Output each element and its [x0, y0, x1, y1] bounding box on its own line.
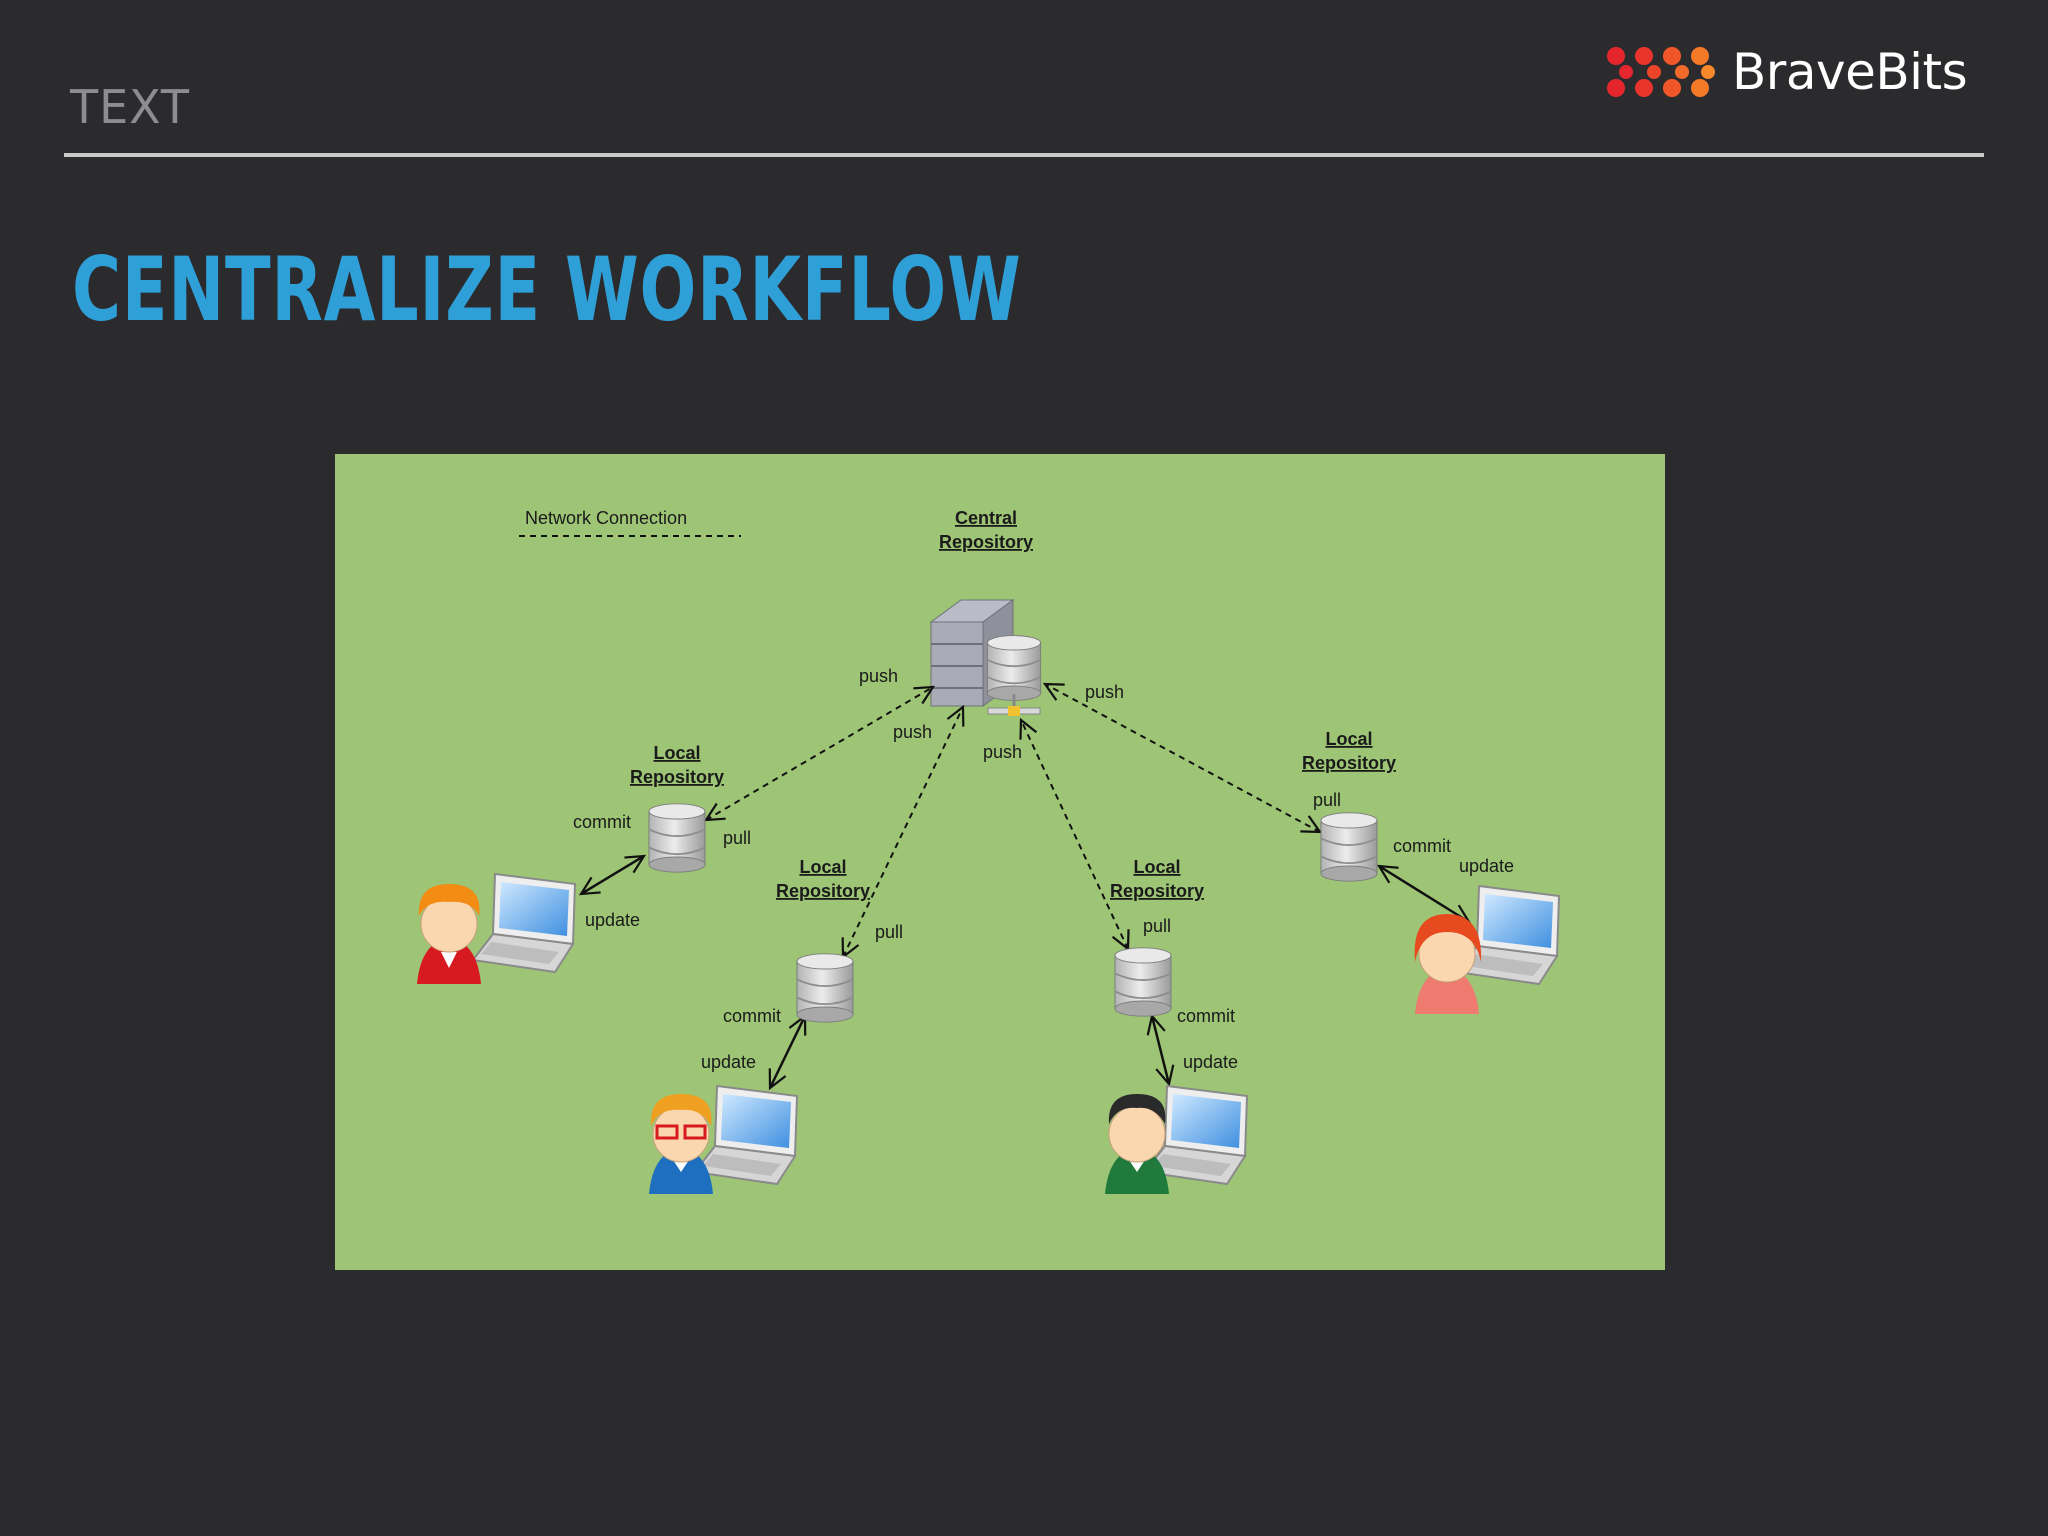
- local-repo-2-label-line2: Repository: [776, 881, 870, 901]
- network-connections: [706, 684, 1320, 957]
- developer-avatar-icon: [649, 1094, 713, 1194]
- push-label: push: [983, 742, 1022, 762]
- central-repo-label-line2: Repository: [939, 532, 1033, 552]
- slide-title: CENTRALIZE WORKFLOW: [72, 238, 1022, 341]
- local-repo-3-label-line2: Repository: [1110, 881, 1204, 901]
- update-label: update: [1459, 856, 1514, 876]
- local-repo-3-label-line1: Local: [1133, 857, 1180, 877]
- pull-label: pull: [1143, 916, 1171, 936]
- pull-label: pull: [723, 828, 751, 848]
- commit-label: commit: [1393, 836, 1451, 856]
- central-database-icon: [986, 634, 1042, 716]
- commit-label: commit: [723, 1006, 781, 1026]
- local-repo-1-database-icon: [648, 802, 706, 874]
- local-repo-4-label-line1: Local: [1325, 729, 1372, 749]
- local-repo-2-database-icon: [796, 952, 854, 1024]
- section-label: TEXT: [70, 80, 190, 134]
- developer-avatar-icon: [417, 884, 481, 984]
- push-label: push: [893, 722, 932, 742]
- local-repo-4-label-line2: Repository: [1302, 753, 1396, 773]
- workflow-diagram: Network Connection Central Repository: [335, 454, 1665, 1270]
- push-label: push: [859, 666, 898, 686]
- header-divider: [64, 153, 1984, 157]
- bravebits-logo: BraveBits: [1606, 43, 1968, 101]
- workflow-diagram-canvas: Network Connection Central Repository: [417, 508, 1560, 1194]
- legend-label: Network Connection: [525, 508, 687, 528]
- brand-name: BraveBits: [1732, 43, 1968, 101]
- laptop-icon: [472, 873, 576, 973]
- local-repo-3-database-icon: [1114, 946, 1172, 1018]
- update-label: update: [701, 1052, 756, 1072]
- laptop-icon: [694, 1085, 798, 1185]
- local-repo-1-label-line1: Local: [653, 743, 700, 763]
- bravebits-logo-mark: [1607, 47, 1715, 97]
- local-repo-4-database-icon: [1320, 811, 1378, 883]
- local-repo-1-label-line2: Repository: [630, 767, 724, 787]
- developer-avatar-icon: [1414, 914, 1482, 1014]
- pull-label: pull: [1313, 790, 1341, 810]
- commit-label: commit: [1177, 1006, 1235, 1026]
- local-connections: [581, 856, 1469, 1088]
- update-label: update: [1183, 1052, 1238, 1072]
- push-label: push: [1085, 682, 1124, 702]
- central-repo-label-line1: Central: [955, 508, 1017, 528]
- local-repo-2-label-line1: Local: [799, 857, 846, 877]
- developer-avatar-icon: [1105, 1094, 1169, 1194]
- update-label: update: [585, 910, 640, 930]
- commit-label: commit: [573, 812, 631, 832]
- pull-label: pull: [875, 922, 903, 942]
